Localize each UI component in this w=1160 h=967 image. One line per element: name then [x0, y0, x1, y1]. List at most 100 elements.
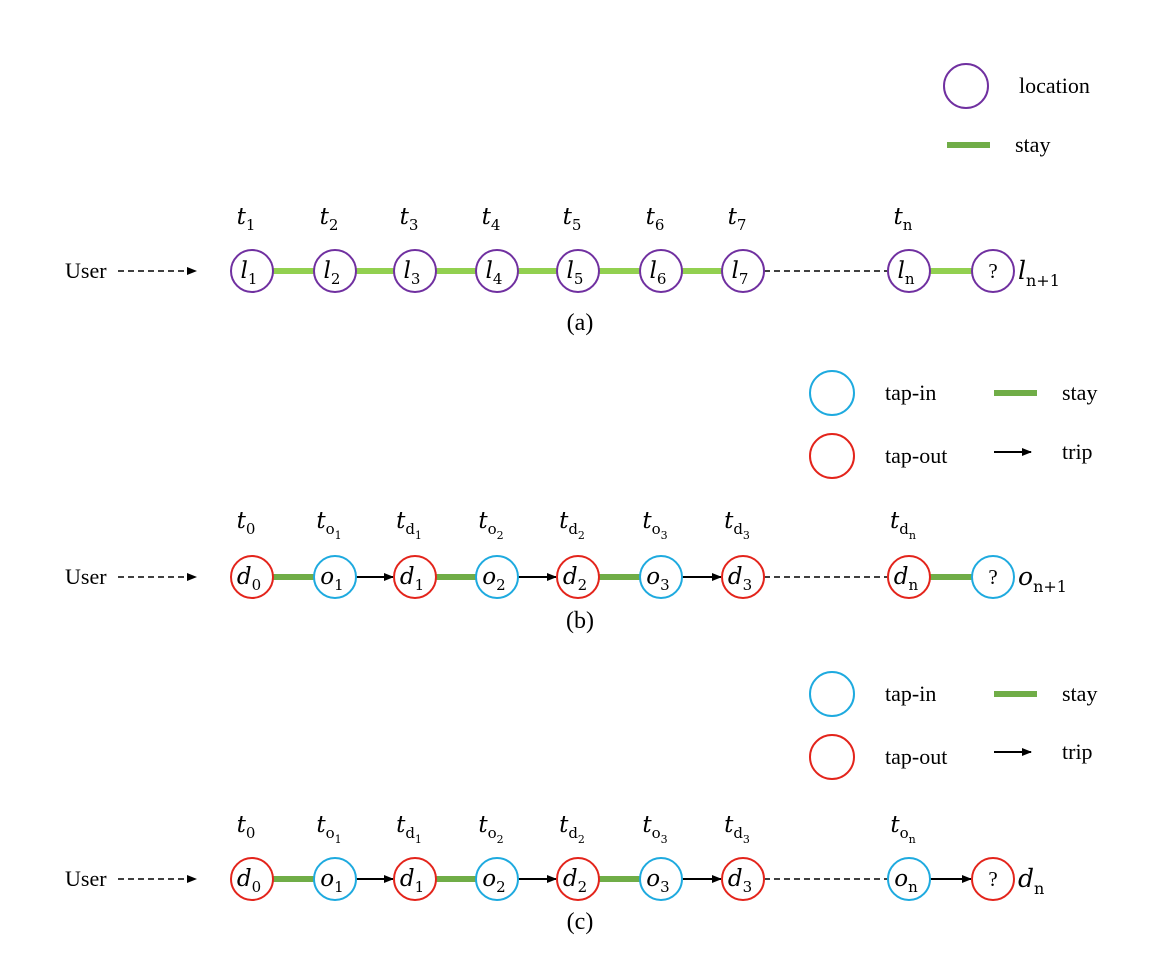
node-circle [313, 249, 357, 293]
node-symbol: l [650, 258, 657, 284]
node-o2: o2 [475, 555, 519, 599]
time-subscript: d [733, 520, 743, 538]
node-label: o1 [320, 564, 343, 594]
time-subsubscript: 3 [743, 529, 750, 542]
node-circle [639, 249, 683, 293]
time-label: t0 [237, 812, 256, 842]
node-label: l6 [650, 258, 667, 288]
legend-location-circle-icon [943, 63, 989, 109]
legend-item-stay: stay [994, 681, 1097, 706]
time-subscript: o [900, 824, 909, 842]
time-subscript: 7 [737, 216, 747, 234]
node-subscript: 3 [411, 270, 421, 288]
node-subscript: 2 [578, 576, 588, 594]
node-circle [393, 555, 437, 599]
time-subscript: 3 [409, 216, 419, 234]
legend-label: location [1019, 73, 1090, 98]
node-circle [475, 555, 519, 599]
node-label: d0 [237, 866, 261, 896]
unknown-node-label: ? [988, 565, 997, 589]
node-label: l5 [567, 258, 584, 288]
node-label: d0 [237, 564, 261, 594]
node-subscript: 3 [660, 576, 670, 594]
time-label: td2 [559, 812, 585, 846]
time-label: to2 [478, 508, 503, 542]
node-subscript: 2 [496, 878, 506, 896]
node-subscript: 1 [248, 270, 258, 288]
node-symbol: l [732, 258, 739, 284]
time-symbol: t [559, 812, 569, 838]
time-symbol: t [890, 508, 900, 534]
legend-label: trip [1062, 439, 1093, 464]
time-symbol: t [237, 812, 247, 838]
time-subscript: o [326, 520, 335, 538]
node-subscript: n [908, 878, 918, 896]
node-symbol: d [400, 564, 415, 590]
time-symbol: t [642, 812, 652, 838]
node-on: on [887, 857, 931, 901]
node-d2: d2 [556, 857, 600, 901]
node-label: o3 [646, 866, 669, 896]
node-label: ln [897, 258, 914, 288]
time-label: t0 [237, 508, 256, 538]
time-label: tdn [890, 508, 916, 542]
time-subscript: d [733, 824, 743, 842]
node-unknown: ? [971, 857, 1015, 901]
time-symbol: t [237, 508, 247, 534]
legend-item-stay: stay [994, 380, 1097, 405]
unknown-node-label: ? [988, 259, 997, 283]
node-circle [393, 249, 437, 293]
panel-caption: (b) [566, 608, 594, 634]
node-label: on [894, 866, 918, 896]
node-l6: l6 [639, 249, 683, 293]
node-symbol: l [324, 258, 331, 284]
legend-tap-in-circle-icon [809, 671, 855, 717]
node-o3: o3 [639, 857, 683, 901]
time-subscript: 2 [329, 216, 339, 234]
node-symbol: d [894, 564, 909, 590]
time-symbol: t [646, 204, 656, 230]
time-subscript: 4 [491, 216, 501, 234]
legend-label: stay [1015, 132, 1050, 157]
panel-caption: (a) [567, 310, 594, 336]
legend-item-location: location [943, 63, 1090, 109]
node-subscript: 3 [743, 878, 753, 896]
time-subsubscript: 1 [335, 529, 342, 542]
time-label: tn [894, 204, 913, 234]
time-symbol: t [890, 812, 900, 838]
node-symbol: o [320, 564, 334, 590]
time-label: td2 [559, 508, 585, 542]
node-circle [887, 857, 931, 901]
time-symbol: t [563, 204, 573, 230]
time-label: to2 [478, 812, 503, 846]
node-o1: o1 [313, 555, 357, 599]
time-symbol: t [316, 812, 326, 838]
time-subscript: 1 [246, 216, 256, 234]
prediction-symbol: l [1018, 256, 1026, 285]
time-symbol: t [396, 812, 406, 838]
user-label: User [65, 258, 107, 283]
node-label: l1 [241, 258, 258, 288]
node-o1: o1 [313, 857, 357, 901]
node-label: o3 [646, 564, 669, 594]
node-subscript: 4 [493, 270, 503, 288]
node-l7: l7 [721, 249, 765, 293]
time-label: t3 [400, 204, 419, 234]
prediction-subscript: n+1 [1026, 271, 1060, 290]
node-unknown: ? [971, 555, 1015, 599]
node-symbol: l [897, 258, 904, 284]
legend-label: stay [1062, 380, 1097, 405]
node-symbol: o [482, 564, 496, 590]
legend-tap-in-circle-icon [809, 370, 855, 416]
node-subscript: 3 [660, 878, 670, 896]
node-d3: d3 [721, 857, 765, 901]
node-label: l2 [324, 258, 341, 288]
node-subscript: n [909, 576, 919, 594]
time-subsubscript: 1 [415, 529, 422, 542]
node-circle [639, 555, 683, 599]
node-circle [971, 249, 1015, 293]
time-subscript: n [903, 216, 913, 234]
node-l3: l3 [393, 249, 437, 293]
time-subscript: d [568, 824, 578, 842]
